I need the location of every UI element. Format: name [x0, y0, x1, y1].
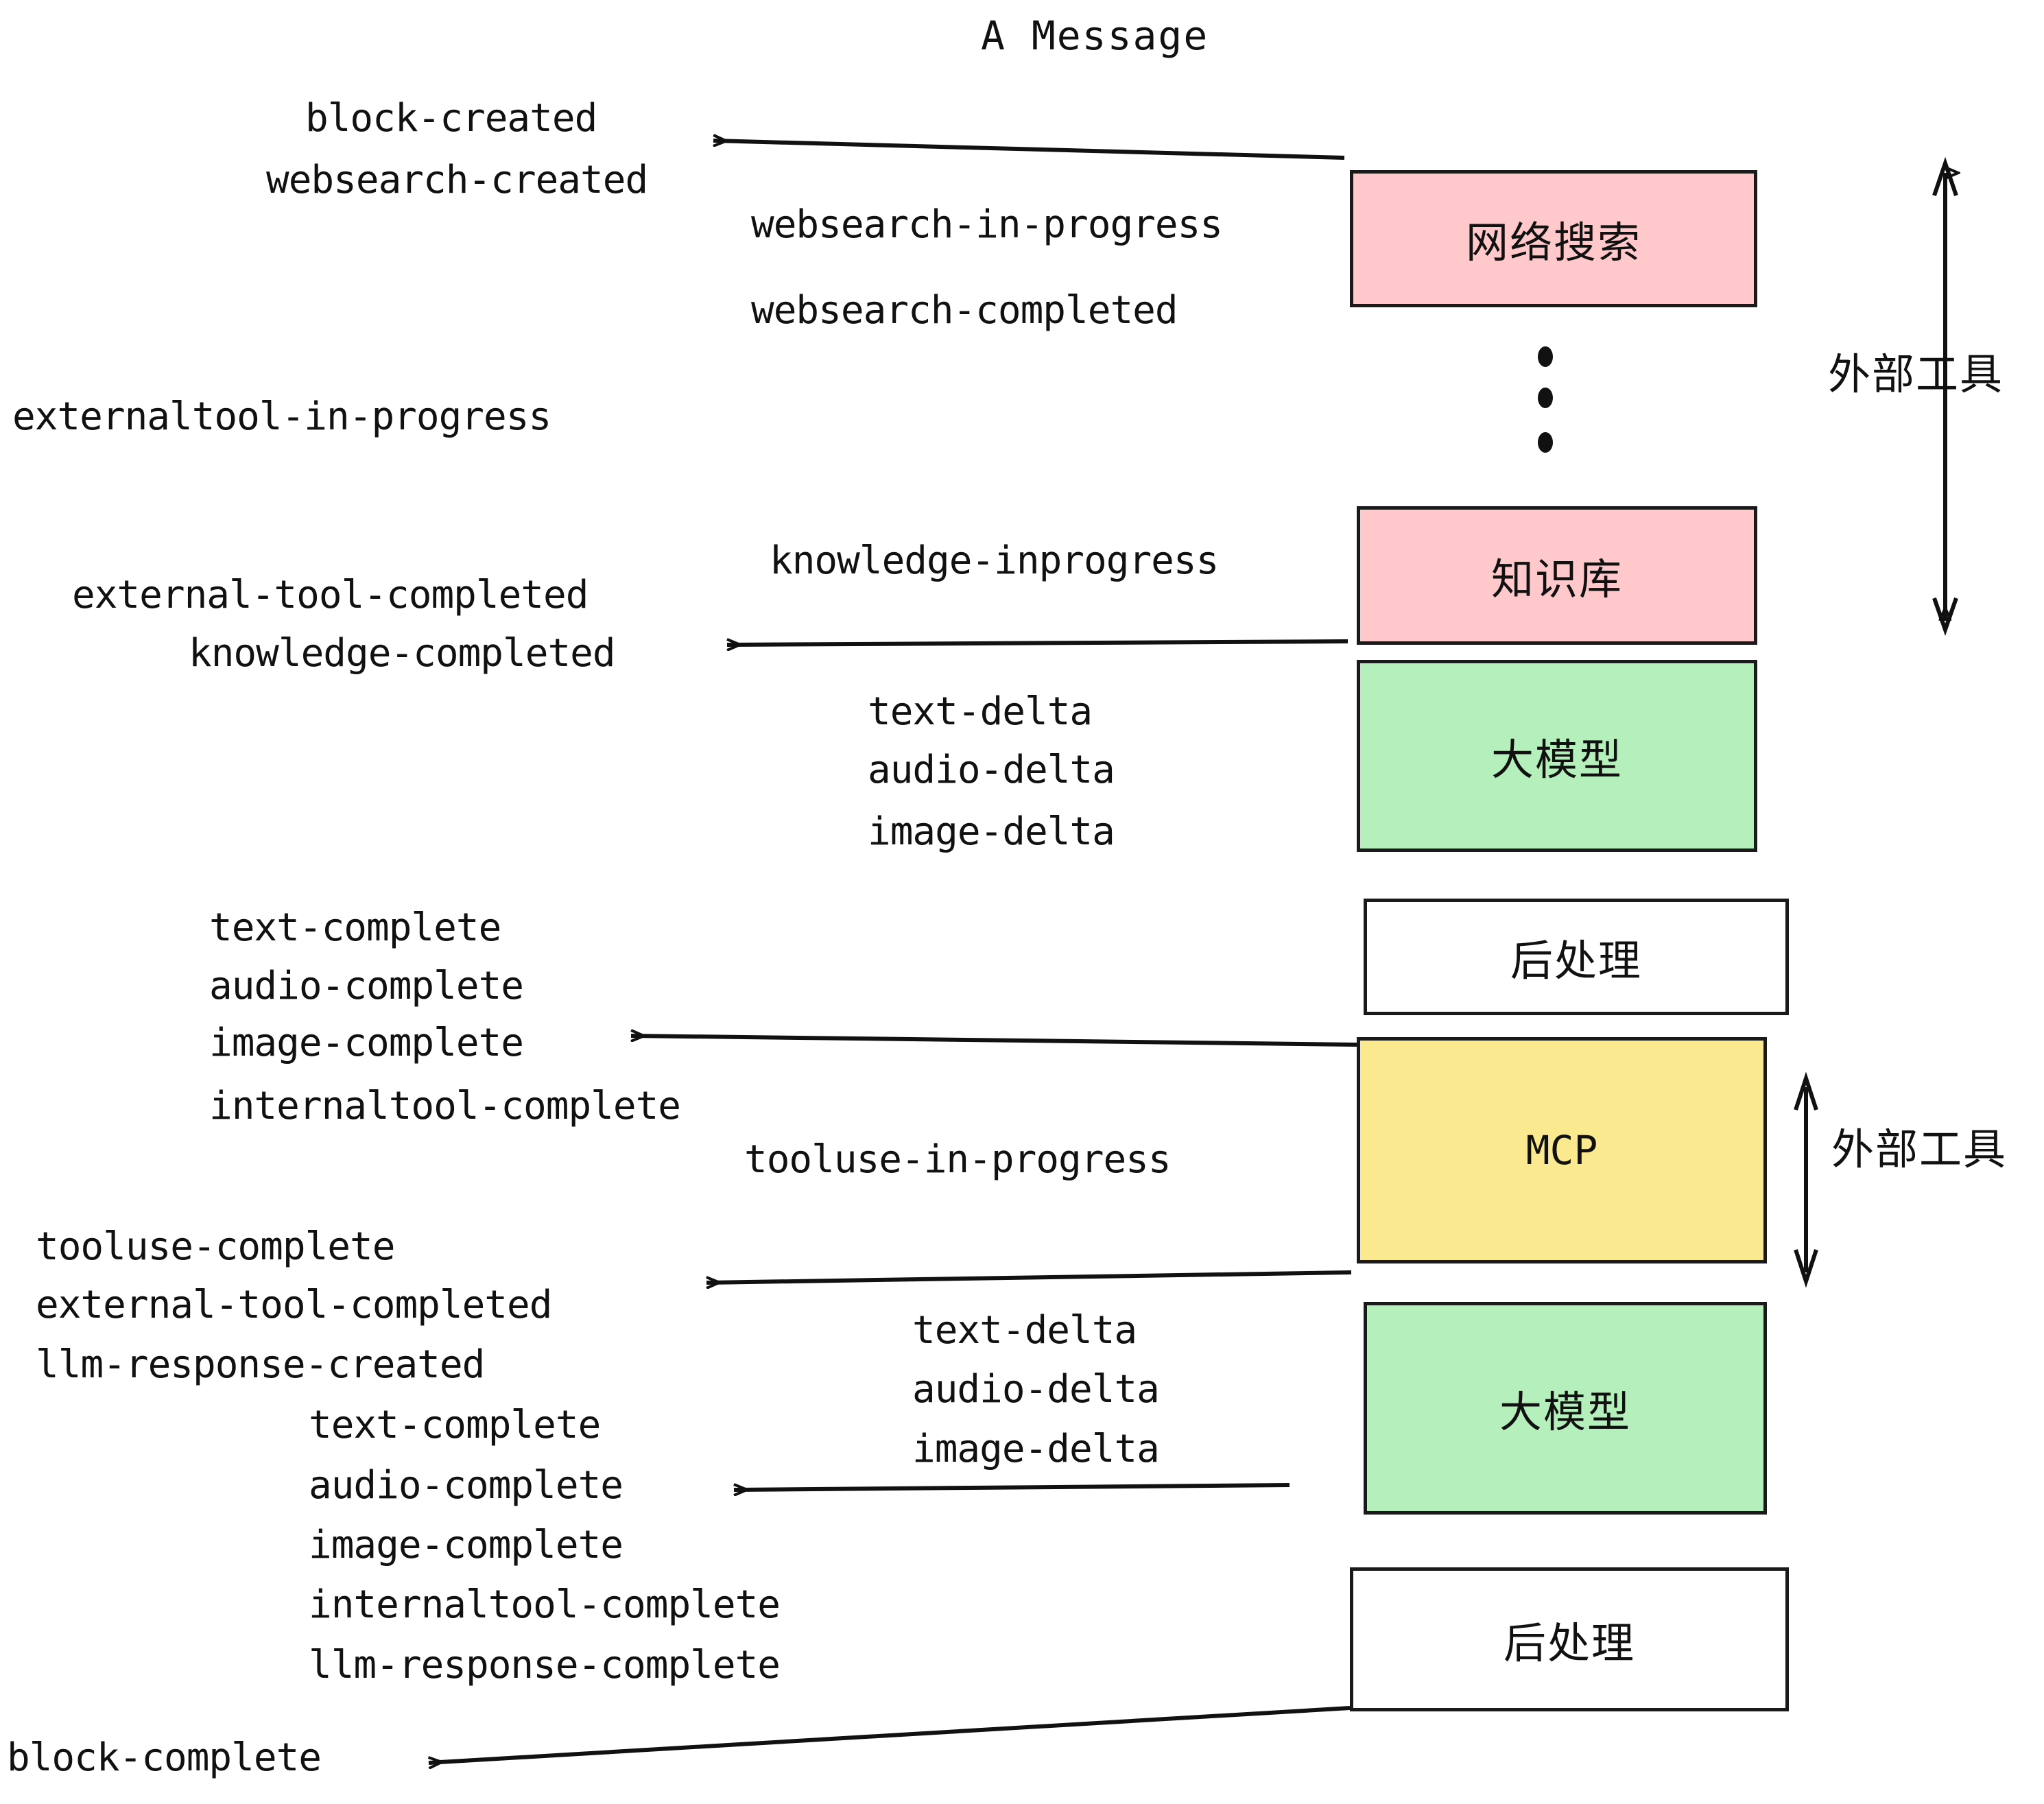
- annotation-external-tool-bottom: 外部工具: [1831, 1124, 2008, 1174]
- arrow-llm2-to-audiocomplete: [734, 1483, 1290, 1490]
- ellipsis-dot-1: [1538, 346, 1553, 367]
- event-tooluse-complete: tooluse-complete: [36, 1224, 395, 1269]
- event-audio-delta-1: audio-delta: [868, 748, 1115, 792]
- event-text-complete-1: text-complete: [209, 905, 501, 950]
- node-postprocess-1[interactable]: 后处理: [1364, 899, 1789, 1015]
- event-text-delta-1: text-delta: [868, 689, 1093, 734]
- node-mcp-label: MCP: [1525, 1127, 1598, 1174]
- event-block-complete: block-complete: [7, 1735, 322, 1780]
- node-llm-2-label: 大模型: [1499, 1387, 1631, 1437]
- event-knowledge-completed: knowledge-completed: [189, 631, 616, 676]
- arrow-postprocess1-to-imagecomplete: [631, 1036, 1359, 1047]
- event-websearch-created: websearch-created: [266, 158, 648, 202]
- external-tool-span-top-arrowhead-up: [1932, 156, 1958, 196]
- node-llm-1[interactable]: 大模型: [1357, 660, 1757, 852]
- node-postprocess-1-label: 后处理: [1510, 936, 1642, 986]
- node-knowledge[interactable]: 知识库: [1357, 506, 1757, 645]
- event-llm-response-complete: llm-response-complete: [309, 1643, 781, 1687]
- node-websearch-label: 网络搜索: [1465, 217, 1641, 268]
- event-websearch-in-progress: websearch-in-progress: [751, 202, 1223, 247]
- event-tooluse-in-progress: tooluse-in-progress: [744, 1137, 1172, 1182]
- event-image-delta-2: image-delta: [912, 1427, 1160, 1471]
- node-knowledge-label: 知识库: [1490, 554, 1623, 604]
- page-title: A Message: [981, 12, 1209, 59]
- ellipsis-dot-3: [1538, 432, 1553, 453]
- event-image-delta-1: image-delta: [868, 809, 1115, 854]
- node-postprocess-2[interactable]: 后处理: [1350, 1567, 1789, 1711]
- ellipsis-dot-2: [1538, 388, 1553, 408]
- event-text-delta-2: text-delta: [912, 1308, 1137, 1353]
- external-tool-span-top-arrowhead-down: [1932, 597, 1958, 637]
- event-llm-response-created: llm-response-created: [36, 1342, 485, 1387]
- event-external-tool-completed-2: external-tool-completed: [36, 1283, 552, 1327]
- arrow-websearch-to-blockcreated: [713, 141, 1345, 160]
- event-text-complete-2: text-complete: [309, 1403, 601, 1447]
- event-internaltool-complete-2: internaltool-complete: [309, 1582, 781, 1627]
- event-externaltool-in-progress: externaltool-in-progress: [12, 394, 551, 439]
- arrow-mcp-to-tooluse-complete: [706, 1270, 1352, 1283]
- event-internaltool-complete-1: internaltool-complete: [209, 1084, 681, 1128]
- event-audio-delta-2: audio-delta: [912, 1367, 1160, 1412]
- event-websearch-completed: websearch-completed: [751, 288, 1178, 333]
- event-block-created: block-created: [305, 96, 597, 141]
- node-websearch[interactable]: 网络搜索: [1350, 170, 1757, 307]
- arrow-knowledge-to-completed: [727, 641, 1348, 645]
- node-llm-2[interactable]: 大模型: [1364, 1302, 1767, 1515]
- event-audio-complete-1: audio-complete: [209, 964, 524, 1008]
- external-tool-span-bottom-arrowhead-down: [1794, 1249, 1818, 1288]
- event-audio-complete-2: audio-complete: [309, 1463, 623, 1508]
- node-mcp[interactable]: MCP: [1357, 1037, 1767, 1263]
- annotation-external-tool-top: 外部工具: [1828, 349, 2004, 399]
- node-llm-1-label: 大模型: [1490, 735, 1623, 785]
- event-image-complete-2: image-complete: [309, 1523, 623, 1567]
- event-knowledge-inprogress: knowledge-inprogress: [770, 538, 1219, 583]
- external-tool-span-bottom-arrowhead-up: [1794, 1071, 1818, 1111]
- arrow-postprocess2-to-blockcomplete: [429, 1706, 1351, 1763]
- node-postprocess-2-label: 后处理: [1503, 1618, 1635, 1668]
- event-image-complete-1: image-complete: [209, 1021, 524, 1065]
- event-external-tool-completed-1: external-tool-completed: [72, 573, 589, 617]
